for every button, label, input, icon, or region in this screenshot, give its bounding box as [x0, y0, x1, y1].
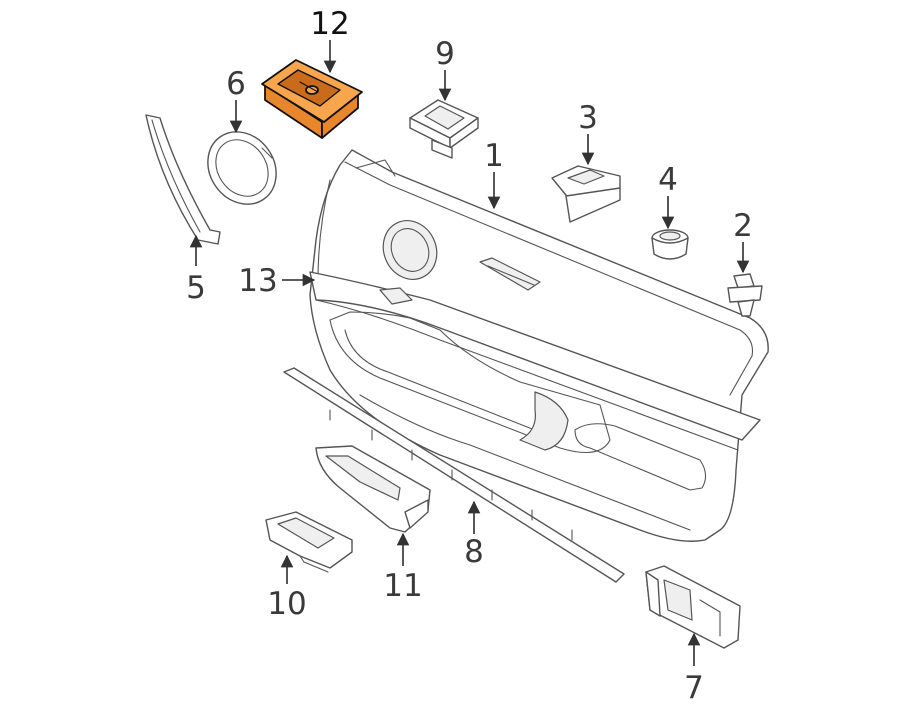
callout-6: 6 — [226, 66, 246, 102]
callout-10: 10 — [267, 586, 306, 622]
part-7-lower-bracket — [645, 565, 741, 649]
part-12-switch-housing — [261, 59, 363, 139]
callout-1: 1 — [484, 138, 504, 174]
part-4-grommet — [651, 229, 689, 260]
callout-12: 12 — [310, 6, 349, 42]
leader-lines — [189, 40, 750, 666]
callout-3: 3 — [578, 100, 598, 136]
part-11-handle-cover — [315, 445, 431, 533]
callout-7: 7 — [684, 670, 704, 706]
callout-8: 8 — [464, 534, 484, 570]
callout-13: 13 — [238, 263, 277, 299]
callout-labels: 12 9 6 3 1 4 2 5 13 8 10 11 7 — [186, 6, 753, 706]
part-10-handle-bezel — [265, 511, 353, 573]
callout-2: 2 — [733, 208, 753, 244]
part-door-panel — [309, 149, 769, 542]
part-3-bracket — [551, 165, 621, 223]
part-9-clip — [409, 99, 479, 159]
part-2-push-clip — [727, 273, 763, 317]
callout-9: 9 — [435, 36, 455, 72]
callout-11: 11 — [383, 568, 422, 604]
callout-5: 5 — [186, 270, 206, 306]
part-5-trim-strip — [145, 114, 221, 245]
part-6-speaker-ring — [207, 131, 277, 205]
callout-4: 4 — [658, 162, 678, 198]
part-8-seal-strip — [283, 367, 625, 583]
